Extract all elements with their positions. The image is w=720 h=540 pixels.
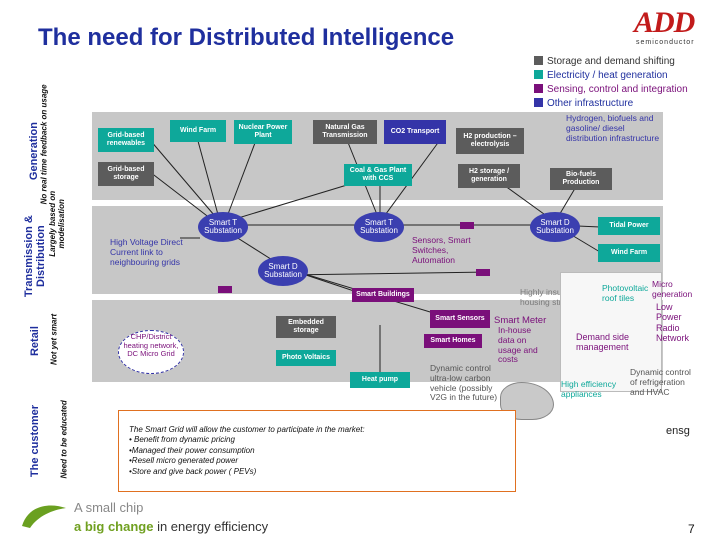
page-number: 7 xyxy=(688,522,695,536)
dynamic-control-text: Dynamic control of refrigeration and HVA… xyxy=(630,367,691,397)
sensors-text: Sensors, Smart Switches, Automation xyxy=(412,235,471,265)
customer-item: •Store and give back power ( PEVs) xyxy=(129,466,257,476)
legend-item-sensing: Sensing, control and integration xyxy=(534,84,688,95)
grid-storage-box: Grid-based storage xyxy=(98,162,154,186)
wind-farm-box-2: Wind Farm xyxy=(598,244,660,262)
footer-tagline-1: A small chip xyxy=(74,500,144,515)
leaf-logo xyxy=(22,505,66,528)
customer-item: • Benefit from dynamic pricing xyxy=(129,435,235,445)
h2-production-box: H2 production – electrolysis xyxy=(456,128,524,154)
natural-gas-box: Natural Gas Transmission xyxy=(313,120,377,144)
section-generation: Generation xyxy=(27,122,40,181)
pv-roof-text: Photovoltaic roof tiles xyxy=(602,283,649,303)
footer-tagline-2: a big change in energy efficiency xyxy=(74,519,268,534)
smart-t-substation-2: Smart T Substation xyxy=(354,212,404,242)
legend-swatch xyxy=(534,84,543,93)
legend-swatch xyxy=(534,56,543,65)
legend-item-generation: Electricity / heat generation xyxy=(534,70,668,81)
hydrogen-infrastructure-text: Hydrogen, biofuels and gasoline/ diesel … xyxy=(566,113,660,143)
heat-pump-box: Heat pump xyxy=(350,372,410,388)
sensor-node xyxy=(476,269,490,276)
smart-t-substation-1: Smart T Substation xyxy=(198,212,248,242)
sensor-node xyxy=(218,286,232,293)
insulated-housing-text: Highly insulated housing structure xyxy=(520,287,586,307)
tidal-power-box: Tidal Power xyxy=(598,217,660,235)
legend-swatch xyxy=(534,98,543,107)
legend-item-infrastructure: Other infrastructure xyxy=(534,98,633,109)
smart-d-substation-1: Smart D Substation xyxy=(530,212,580,242)
inhouse-data-text: In-house data on usage and costs xyxy=(498,325,538,365)
low-power-radio-text: Low Power Radio Network xyxy=(656,302,690,344)
smart-homes-box: Smart Homes xyxy=(424,334,482,348)
legend-item-storage: Storage and demand shifting xyxy=(534,56,675,67)
section-retail: Retail xyxy=(28,326,41,357)
footer-rest: in energy efficiency xyxy=(153,519,269,534)
wind-farm-box: Wind Farm xyxy=(170,120,226,142)
smart-d-substation-2: Smart D Substation xyxy=(258,256,308,286)
high-eff-text: High efficiency appliances xyxy=(561,379,617,399)
dynamic-vehicle-text: Dynamic control ultra-low carbon vehicle… xyxy=(430,363,498,403)
h2-storage-box: H2 storage / generation xyxy=(458,164,520,188)
photo-voltaics-box: Photo Voltaics xyxy=(276,350,336,366)
demand-side-text: Demand side management xyxy=(576,332,630,353)
hvdc-text: High Voltage Direct Current link to neig… xyxy=(110,237,183,267)
customer-item: •Resell micro generated power xyxy=(129,456,239,466)
smart-sensors-box: Smart Sensors xyxy=(430,310,490,328)
biofuels-box: Bio-fuels Production xyxy=(550,168,612,190)
sensor-node xyxy=(460,222,474,229)
micro-gen-text: Micro generation xyxy=(652,279,693,299)
chp-ellipse xyxy=(118,330,184,374)
chp-text: CHP/District heating network, DC Micro G… xyxy=(123,332,179,359)
co2-transport-box: CO2 Transport xyxy=(384,120,446,144)
customer-item: •Managed their power consumption xyxy=(129,445,255,455)
legend-swatch xyxy=(534,70,543,79)
logo-brand: ADD xyxy=(634,6,695,39)
note-retail: Not yet smart xyxy=(49,313,59,365)
logo-subtitle: semiconductor xyxy=(636,39,695,46)
ensg-label: ensg xyxy=(666,425,690,437)
coal-gas-box: Coal & Gas Plant with CCS xyxy=(344,164,412,186)
grid-renewables-box: Grid-based renewables xyxy=(98,128,154,152)
section-transmission: Transmission & Distribution xyxy=(22,215,47,298)
customer-textbox: The Smart Grid will allow the customer t… xyxy=(118,410,516,492)
smart-buildings-box: Smart Buildings xyxy=(352,288,414,302)
footer-bold: a big change xyxy=(74,519,154,534)
smart-meter-text: Smart Meter xyxy=(494,315,547,326)
customer-intro: The Smart Grid will allow the customer t… xyxy=(129,425,365,434)
note-transmission: Largely based on modelisation xyxy=(48,190,66,257)
embedded-storage-box: Embedded storage xyxy=(276,316,336,338)
nuclear-box: Nuclear Power Plant xyxy=(234,120,292,144)
section-customer: The customer xyxy=(28,404,41,478)
note-customer: Need to be educated xyxy=(59,400,69,479)
company-logo: ADD semiconductor xyxy=(628,6,708,46)
page-title: The need for Distributed Intelligence xyxy=(38,24,455,51)
house-illustration xyxy=(560,272,662,392)
